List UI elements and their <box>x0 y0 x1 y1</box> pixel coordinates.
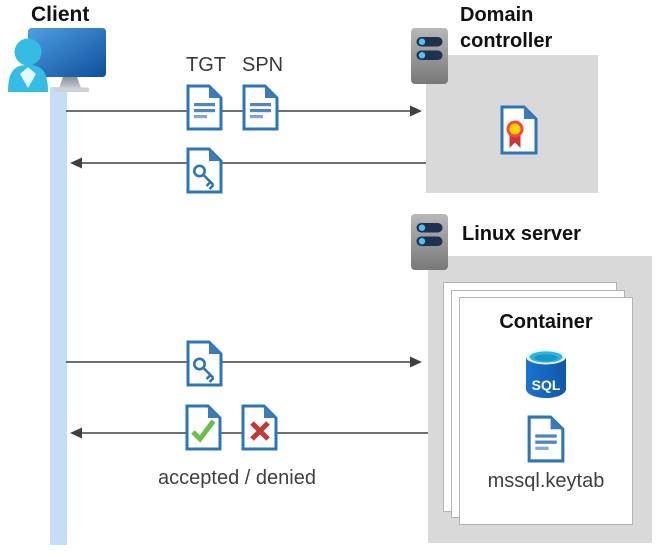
client-label: Client <box>31 3 90 26</box>
key-document-icon <box>186 147 223 194</box>
client-workstation-icon <box>8 28 106 92</box>
sql-text: SQL <box>532 377 561 393</box>
container-card: Container SQL mssql.keytab <box>459 297 633 525</box>
key-document-icon <box>186 340 223 387</box>
spn-document-icon <box>242 84 279 131</box>
spn-label: SPN <box>242 54 284 76</box>
arrow-dc-to-client <box>70 157 426 169</box>
server-icon <box>411 28 448 84</box>
linux-server-label: Linux server <box>462 223 581 245</box>
accepted-denied-label: accepted / denied <box>158 467 316 489</box>
container-label: Container <box>499 311 593 333</box>
server-icon <box>411 214 448 270</box>
arrow-client-to-linux <box>66 356 422 368</box>
certificate-icon <box>500 105 538 155</box>
keytab-label: mssql.keytab <box>487 470 605 492</box>
denied-document-icon <box>241 404 278 451</box>
sql-database-icon: SQL <box>526 349 566 398</box>
tgt-document-icon <box>186 84 223 131</box>
arrow-client-to-dc <box>66 105 422 117</box>
accepted-document-icon <box>185 404 222 451</box>
monitor-icon <box>28 28 106 92</box>
tgt-label: TGT <box>186 54 226 76</box>
keytab-document-icon <box>527 415 565 463</box>
domain-controller-label: Domain controller <box>460 4 553 52</box>
client-lifeline <box>50 87 67 545</box>
person-icon <box>8 38 48 92</box>
